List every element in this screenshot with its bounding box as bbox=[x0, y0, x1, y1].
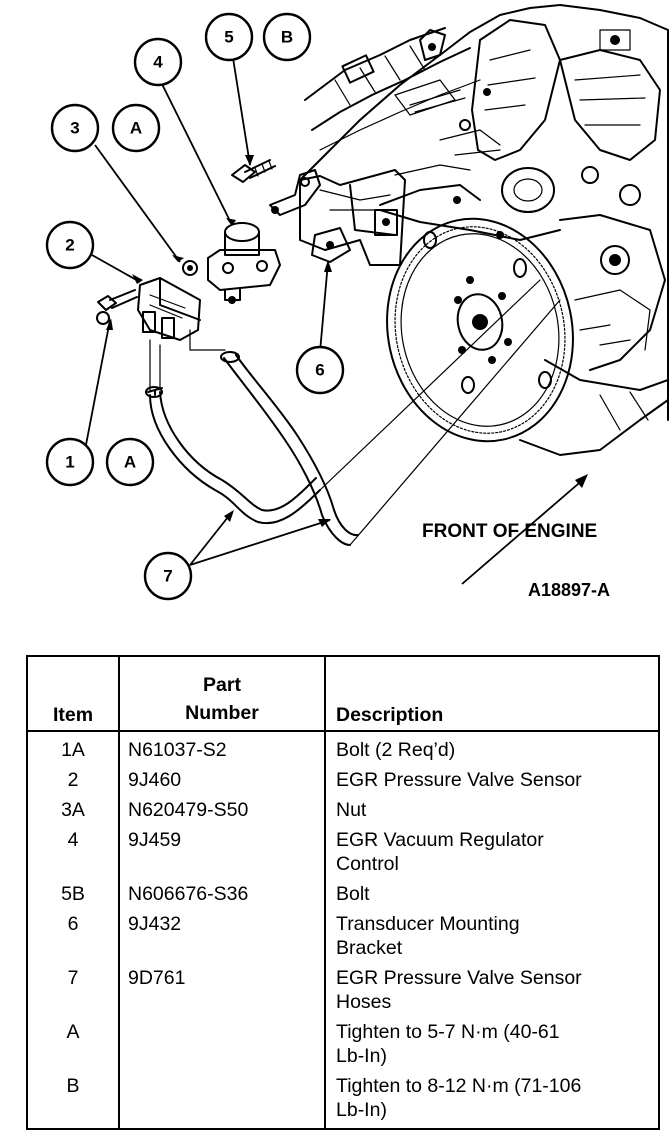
cell-part-number: N61037-S2 bbox=[118, 731, 326, 768]
cell-part-number bbox=[118, 1074, 326, 1129]
cell-item: 7 bbox=[26, 966, 120, 1020]
description-line: Bracket bbox=[336, 937, 403, 959]
cell-part-number: 9D761 bbox=[118, 966, 326, 1020]
cell-item: 5B bbox=[26, 882, 120, 912]
cell-item: 4 bbox=[26, 828, 120, 882]
egr-hoses-drawing bbox=[145, 279, 561, 546]
svg-text:B: B bbox=[281, 28, 293, 47]
description-line: Transducer Mounting bbox=[336, 913, 520, 935]
cell-item: A bbox=[26, 1020, 120, 1074]
cell-part-number: N620479-S50 bbox=[118, 798, 326, 828]
bolt-1-drawing bbox=[96, 289, 138, 325]
svg-text:3: 3 bbox=[70, 119, 79, 138]
cell-description: EGR Pressure Valve Sensor bbox=[324, 768, 660, 798]
header-part-line2: Number bbox=[185, 702, 259, 724]
description-line: Lb-In) bbox=[336, 1099, 387, 1121]
header-part-line1: Part bbox=[203, 674, 241, 696]
callout-1: 1 bbox=[45, 437, 95, 487]
table-header-row: Item Part Number Description bbox=[26, 656, 660, 732]
callout-5-torque-b: B bbox=[262, 12, 312, 62]
svg-text:6: 6 bbox=[315, 361, 324, 380]
callout-3-torque-a: A bbox=[111, 103, 161, 153]
description-line: EGR Pressure Valve Sensor bbox=[336, 769, 582, 791]
header-item: Item bbox=[26, 656, 120, 732]
description-line: Lb-In) bbox=[336, 1045, 387, 1067]
svg-text:A: A bbox=[130, 119, 142, 138]
description-line: Control bbox=[336, 853, 399, 875]
cell-item: 3A bbox=[26, 798, 120, 828]
figure-id-label: A18897-A bbox=[528, 580, 610, 600]
cell-part-number: 9J459 bbox=[118, 828, 326, 882]
callout-5: 5 bbox=[204, 12, 254, 62]
engine-block-drawing bbox=[299, 4, 669, 456]
callout-3: 3 bbox=[50, 103, 100, 153]
svg-text:5: 5 bbox=[224, 28, 233, 47]
cell-description: Bolt bbox=[324, 882, 660, 912]
description-line: Nut bbox=[336, 799, 367, 821]
cell-item: 2 bbox=[26, 768, 120, 798]
transducer-bracket-drawing bbox=[269, 169, 406, 266]
nut-drawing bbox=[182, 260, 198, 276]
svg-text:1: 1 bbox=[65, 453, 74, 472]
front-of-engine-caption: FRONT OF ENGINE bbox=[422, 521, 597, 542]
egr-pressure-sensor-drawing bbox=[137, 277, 201, 341]
cell-part-number bbox=[118, 1020, 326, 1074]
cell-item: 1A bbox=[26, 731, 120, 768]
description-line: Bolt bbox=[336, 883, 370, 905]
cell-part-number: N606676-S36 bbox=[118, 882, 326, 912]
cell-description: Nut bbox=[324, 798, 660, 828]
cell-description: Bolt (2 Req’d) bbox=[324, 731, 660, 768]
header-description: Description bbox=[324, 656, 660, 732]
svg-text:2: 2 bbox=[65, 236, 74, 255]
callout-4: 4 bbox=[133, 37, 183, 87]
description-line: EGR Pressure Valve Sensor bbox=[336, 967, 582, 989]
cell-part-number: 9J432 bbox=[118, 912, 326, 966]
description-line: Tighten to 8-12 N·m (71-106 bbox=[336, 1075, 582, 1097]
cell-part-number: 9J460 bbox=[118, 768, 326, 798]
leader-lines bbox=[84, 57, 588, 585]
header-part-number: Part Number bbox=[118, 656, 326, 732]
cell-item: B bbox=[26, 1074, 120, 1129]
callout-7: 7 bbox=[143, 551, 193, 601]
flywheel-drawing bbox=[386, 217, 574, 443]
description-line: Tighten to 5-7 N·m (40-61 bbox=[336, 1021, 560, 1043]
svg-text:4: 4 bbox=[153, 53, 163, 72]
cell-item: 6 bbox=[26, 912, 120, 966]
svg-text:A: A bbox=[124, 453, 136, 472]
description-line: Hoses bbox=[336, 991, 392, 1013]
svg-text:7: 7 bbox=[163, 567, 172, 586]
egr-sensor-installation-diagram: 1 A 2 3 A 4 5 B 6 7 FRONT OF ENGINE A188… bbox=[45, 4, 669, 601]
bolt-5-drawing bbox=[231, 159, 276, 183]
callout-6: 6 bbox=[295, 345, 345, 395]
description-line: Bolt (2 Req’d) bbox=[336, 739, 456, 761]
callout-2: 2 bbox=[45, 220, 95, 270]
callout-1-torque-a: A bbox=[105, 437, 155, 487]
description-line: EGR Vacuum Regulator bbox=[336, 829, 544, 851]
egr-vacuum-regulator-drawing bbox=[207, 222, 281, 304]
